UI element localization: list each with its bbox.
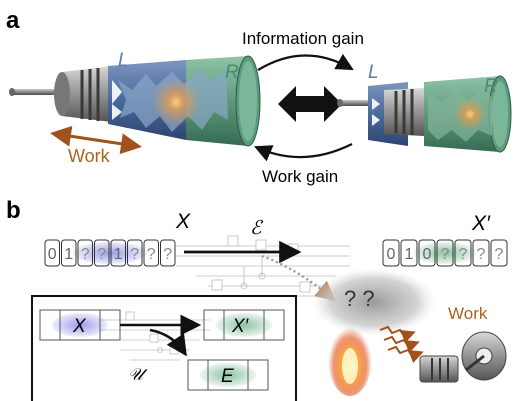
tape-symbol: ? [495,246,504,263]
E-script-label: ℰ [250,217,264,239]
tape-symbol: 1 [64,246,73,263]
tape-cell [94,239,110,267]
tape-cell [400,239,418,267]
tape-symbol: ? [163,246,172,263]
right-L-label: L [368,62,379,83]
tape-symbol: ? [441,246,450,263]
left-R-label: R [225,62,239,83]
cloud [312,268,436,336]
tape-symbol: 0 [423,246,432,263]
tape-shading [414,242,476,264]
piston-rod [12,89,66,95]
tape-symbol: ? [147,246,156,263]
work-double-arrow [50,125,142,155]
tape-cell [160,239,176,267]
inset-arrow-to-E [149,328,187,357]
left-L-label: L [118,50,129,71]
tape-symbol: 1 [405,246,414,263]
tape-symbol: ? [130,246,139,263]
inset-U-label: 𝒰 [128,365,148,385]
tape-cell [77,239,93,267]
tape-cell [382,239,400,267]
tape-cell [418,239,436,267]
piston-flywheel-icon [419,331,507,383]
work-label-b: Work [448,304,488,323]
tape-cell [110,239,126,267]
tape-symbol: 0 [48,246,57,263]
tape-symbol: ? [81,246,90,263]
valve-icon [112,80,122,104]
inset-X-prime-label: X′ [231,316,250,337]
panel-a-label: a [6,7,20,34]
tape-cell [472,239,490,267]
inset-E-label: E [221,366,234,387]
X-prime-label: X′ [471,212,491,235]
gas-glow [152,78,200,126]
tape-symbol: ? [459,246,468,263]
info-gain-label: Information gain [242,29,364,48]
work-wavy-arrows-icon [379,325,424,364]
tape-cell [490,239,508,267]
inset-X-label: X [72,316,87,337]
panel-b-label: b [6,197,21,224]
tape-cell [44,239,60,267]
left-engine: L R Work [9,50,261,166]
tape-cell [436,239,454,267]
bidirectional-arrow-icon [278,86,342,122]
work-label-a: Work [68,146,111,166]
right-engine: L R [337,62,512,153]
piston-rings [80,68,100,121]
tape-cell [454,239,472,267]
tape-shading [73,242,147,264]
tape-cell [143,239,159,267]
work-gain-arrow [253,143,353,162]
tape-symbol: ? [97,246,106,263]
work-gain-label: Work gain [262,167,338,186]
cloud-question-marks: ? ? [344,286,375,311]
tape-symbol: 0 [387,246,396,263]
tape-cell [127,239,143,267]
tape-symbol: ? [477,246,486,263]
right-R-label: R [484,76,498,97]
tape-symbol: 1 [114,246,123,263]
info-gain-arrow [257,53,354,71]
X-label: X [175,210,191,233]
inset-panel: X X′ E 𝒰 [31,295,297,401]
tape-cell [61,239,77,267]
